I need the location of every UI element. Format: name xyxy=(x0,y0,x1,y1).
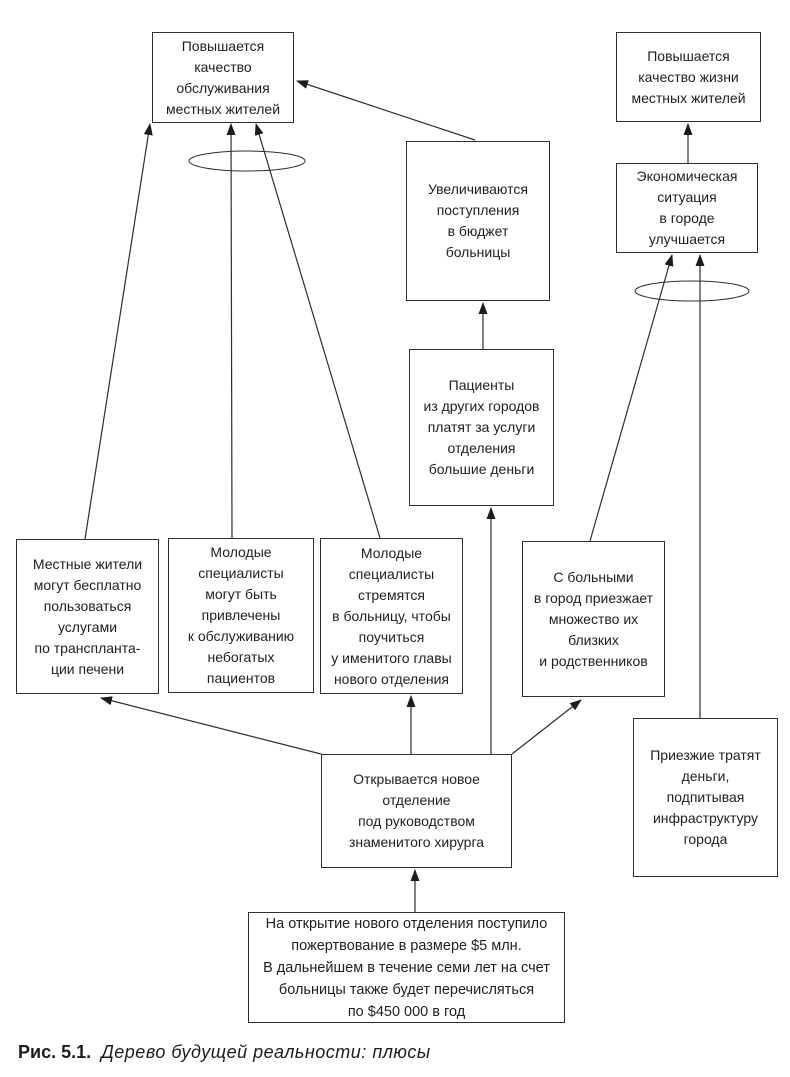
figure-caption: Рис. 5.1. Дерево будущей реальности: плюс… xyxy=(18,1040,431,1064)
node-new-department-opens: Открывается новое отделение под руководс… xyxy=(321,754,512,868)
node-free-liver-transplants: Местные жители могут бесплатно пользоват… xyxy=(16,539,159,694)
arrow-budget-to-service-quality xyxy=(296,80,476,141)
node-visitors-spend-money: Приезжие тратят деньги, подпитывая инфра… xyxy=(633,718,778,877)
node-donation-received: На открытие нового отделения поступило п… xyxy=(248,912,565,1023)
node-young-specialists-attracted: Молодые специалисты могут быть привлечен… xyxy=(168,538,314,693)
arrow-attracted-to-service-quality xyxy=(226,123,236,539)
and-junction-ellipse xyxy=(188,150,306,172)
node-hospital-budget-grows: Увеличиваются поступления в бюджет больн… xyxy=(406,141,550,301)
node-young-specialists-come-to-learn: Молодые специалисты стремятся в больницу… xyxy=(320,538,463,694)
figure-caption-label: Рис. 5.1. xyxy=(18,1042,92,1062)
arrow-transplants-to-service-quality xyxy=(84,123,153,540)
node-relatives-come-to-city: С больными в город приезжает множество и… xyxy=(522,541,665,697)
arrow-department-to-relatives xyxy=(511,699,582,755)
arrow-relatives-to-economy xyxy=(589,254,674,542)
node-life-quality-rises: Повышается качество жизни местных жителе… xyxy=(616,32,761,122)
figure-caption-title: Дерево будущей реальности: плюсы xyxy=(101,1042,431,1062)
arrow-department-to-transplants xyxy=(100,696,322,755)
node-economic-situation-improves: Экономическая ситуация в городе улучшает… xyxy=(616,163,758,253)
and-junction-ellipse xyxy=(634,280,750,302)
arrow-learn-to-service-quality xyxy=(254,123,381,539)
node-service-quality-rises: Повышается качество обслуживания местных… xyxy=(152,32,294,123)
node-out-of-town-patients-pay: Пациенты из других городов платят за усл… xyxy=(409,349,554,506)
